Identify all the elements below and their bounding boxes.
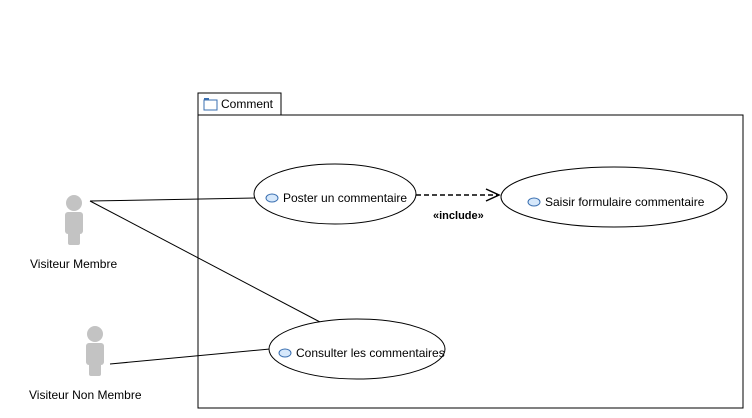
actor-icon	[86, 326, 104, 376]
associations	[89, 197, 321, 365]
actor-label: Visiteur Non Membre	[29, 388, 142, 402]
actor-visiteur-non-membre[interactable]: Visiteur Non Membre	[29, 326, 142, 402]
use-case-icon	[527, 197, 541, 207]
use-case-saisir[interactable]: Saisir formulaire commentaire	[500, 166, 728, 228]
actor-visiteur-membre[interactable]: Visiteur Membre	[30, 195, 117, 271]
use-case-label: Saisir formulaire commentaire	[545, 195, 705, 209]
actor-icon	[65, 195, 83, 245]
folder-icon	[203, 98, 218, 111]
use-case-poster[interactable]: Poster un commentaire	[253, 163, 417, 225]
include-dependency[interactable]: «include»	[416, 188, 501, 222]
association-membre-consulter[interactable]	[89, 200, 321, 323]
association-membre-poster[interactable]	[89, 197, 257, 202]
package-name: Comment	[221, 97, 274, 111]
include-stereotype: «include»	[433, 210, 484, 222]
use-case-ellipse	[253, 163, 417, 225]
use-case-label: Poster un commentaire	[283, 191, 407, 205]
use-case-consulter[interactable]: Consulter les commentaires	[268, 318, 446, 380]
include-arrowhead	[485, 188, 501, 202]
actor-label: Visiteur Membre	[30, 257, 117, 271]
use-case-ellipse	[268, 318, 446, 380]
use-case-ellipse	[500, 166, 728, 228]
use-case-icon	[265, 193, 279, 203]
use-case-icon	[278, 348, 292, 358]
use-case-label: Consulter les commentaires	[296, 346, 445, 360]
association-non-membre-consulter[interactable]	[109, 348, 271, 365]
